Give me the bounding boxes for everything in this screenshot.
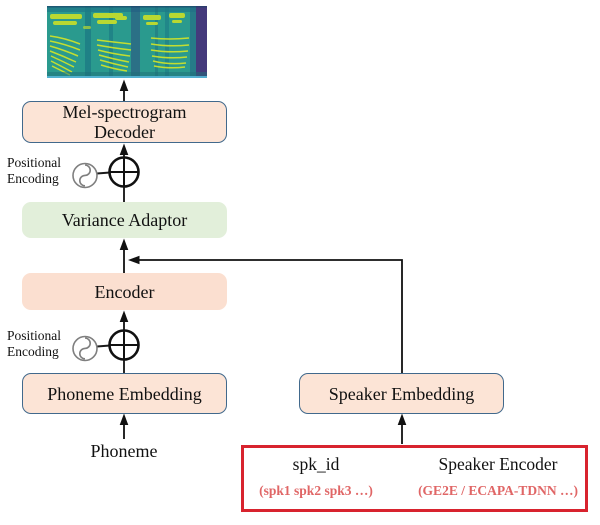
arrowhead-up-icon bbox=[397, 413, 407, 425]
node-label: Decoder bbox=[94, 122, 155, 142]
add-circle-icon bbox=[108, 156, 140, 188]
connector-speaker-embedding-to-variance-input bbox=[138, 259, 403, 373]
phoneme-input-label: Phoneme bbox=[90, 441, 158, 461]
sine-to-add-connector bbox=[96, 171, 111, 175]
speaker-encoder-label: Speaker Encoder bbox=[438, 454, 558, 474]
node-label: Encoder bbox=[94, 281, 155, 302]
node-phoneme-embedding: Phoneme Embedding bbox=[22, 373, 227, 414]
spk-id-column: spk_id (spk1 spk2 spk3 …) bbox=[246, 454, 386, 499]
node-variance-adaptor: Variance Adaptor bbox=[22, 202, 227, 238]
node-mel-spectrogram-decoder: Mel-spectrogram Decoder bbox=[22, 101, 227, 143]
spk-id-label: spk_id bbox=[292, 454, 340, 474]
label-line: Encoding bbox=[7, 171, 59, 186]
sine-wave-icon bbox=[72, 335, 98, 362]
node-label: Variance Adaptor bbox=[61, 210, 188, 230]
node-label: Mel-spectrogram bbox=[62, 102, 187, 122]
label-line: Positional bbox=[7, 328, 62, 343]
arrowhead-left-icon bbox=[128, 255, 140, 265]
mel-spectrogram-image bbox=[47, 6, 207, 78]
positional-encoding-label-top: Positional Encoding bbox=[7, 155, 61, 187]
positional-encoding-label-bottom: Positional Encoding bbox=[7, 328, 61, 360]
speaker-encoder-column: Speaker Encoder (GE2E / ECAPA-TDNN …) bbox=[408, 454, 588, 499]
arrowhead-up-icon bbox=[119, 143, 129, 155]
spk-id-examples: (spk1 spk2 spk3 …) bbox=[259, 483, 373, 498]
arrowhead-up-icon bbox=[119, 79, 129, 91]
speaker-encoder-examples: (GE2E / ECAPA-TDNN …) bbox=[418, 483, 578, 498]
arrowhead-up-icon bbox=[119, 238, 129, 250]
add-circle-icon bbox=[108, 329, 140, 361]
sine-wave-icon bbox=[72, 162, 98, 189]
node-speaker-embedding: Speaker Embedding bbox=[299, 373, 504, 414]
speaker-source-box: spk_id (spk1 spk2 spk3 …) Speaker Encode… bbox=[241, 445, 588, 512]
label-line: Encoding bbox=[7, 344, 59, 359]
node-label: Speaker Embedding bbox=[328, 383, 475, 404]
arrowhead-up-icon bbox=[119, 310, 129, 322]
node-encoder: Encoder bbox=[22, 273, 227, 310]
positional-encoding-group-top bbox=[72, 156, 140, 189]
sine-to-add-connector bbox=[96, 344, 111, 348]
label-line: Positional bbox=[7, 155, 62, 170]
positional-encoding-group-bottom bbox=[72, 329, 140, 362]
node-label: Phoneme Embedding bbox=[47, 383, 202, 404]
arrowhead-up-icon bbox=[119, 413, 129, 425]
